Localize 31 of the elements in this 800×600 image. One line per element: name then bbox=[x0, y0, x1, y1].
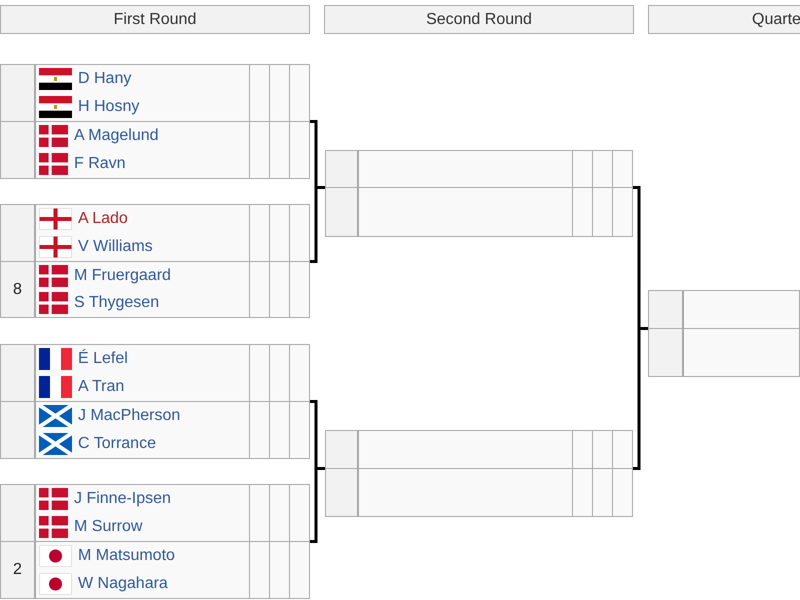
player-name: H Hosny bbox=[78, 98, 140, 116]
seed-number: 2 bbox=[13, 561, 22, 579]
player-name: S Thygesen bbox=[74, 294, 160, 312]
player-name: A Magelund bbox=[74, 127, 159, 145]
match-table bbox=[0, 204, 310, 318]
seed-number: 8 bbox=[13, 280, 22, 298]
round-header: Quarte bbox=[648, 5, 800, 34]
player-name: M Surrow bbox=[74, 518, 142, 536]
player-name: F Ravn bbox=[74, 155, 126, 173]
player-name: W Nagahara bbox=[78, 575, 168, 593]
bracket-line bbox=[633, 327, 648, 470]
player-name: V Williams bbox=[78, 238, 153, 256]
player-name: J MacPherson bbox=[78, 407, 180, 425]
match-table bbox=[325, 150, 633, 237]
player-name: C Torrance bbox=[78, 435, 156, 453]
match-table bbox=[0, 64, 310, 179]
match-table bbox=[648, 290, 800, 377]
player-name: A Tran bbox=[78, 378, 124, 396]
match-table bbox=[0, 484, 310, 599]
round-header: First Round bbox=[0, 5, 310, 34]
round-header: Second Round bbox=[324, 5, 634, 34]
player-name: D Hany bbox=[78, 70, 132, 88]
bracket-line bbox=[310, 467, 325, 543]
player-name: M Fruergaard bbox=[74, 266, 171, 285]
match-table bbox=[0, 344, 310, 459]
player-name: M Matsumoto bbox=[78, 547, 175, 565]
bracket-line bbox=[310, 186, 325, 263]
player-name: A Lado bbox=[78, 210, 128, 228]
player-name: É Lefel bbox=[78, 350, 128, 368]
match-table bbox=[325, 430, 633, 517]
player-name: J Finne-Ipsen bbox=[74, 490, 171, 508]
